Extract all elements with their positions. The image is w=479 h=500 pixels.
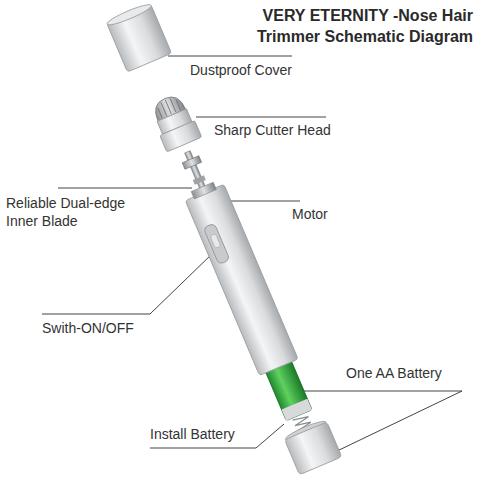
trimmer-parts bbox=[106, 2, 343, 475]
diagram-title: VERY ETERNITY -Nose Hair Trimmer Schemat… bbox=[228, 6, 473, 48]
leader-lines bbox=[42, 56, 462, 452]
part-label: Install Battery bbox=[150, 426, 235, 444]
part-label: Motor bbox=[292, 206, 328, 224]
part-label: Reliable Dual-edge Inner Blade bbox=[6, 195, 146, 230]
part-label: One AA Battery bbox=[346, 365, 442, 383]
part-label: Dustproof Cover bbox=[190, 62, 292, 80]
part-label: Sharp Cutter Head bbox=[214, 122, 331, 140]
part-label: Swith-ON/OFF bbox=[42, 320, 134, 338]
